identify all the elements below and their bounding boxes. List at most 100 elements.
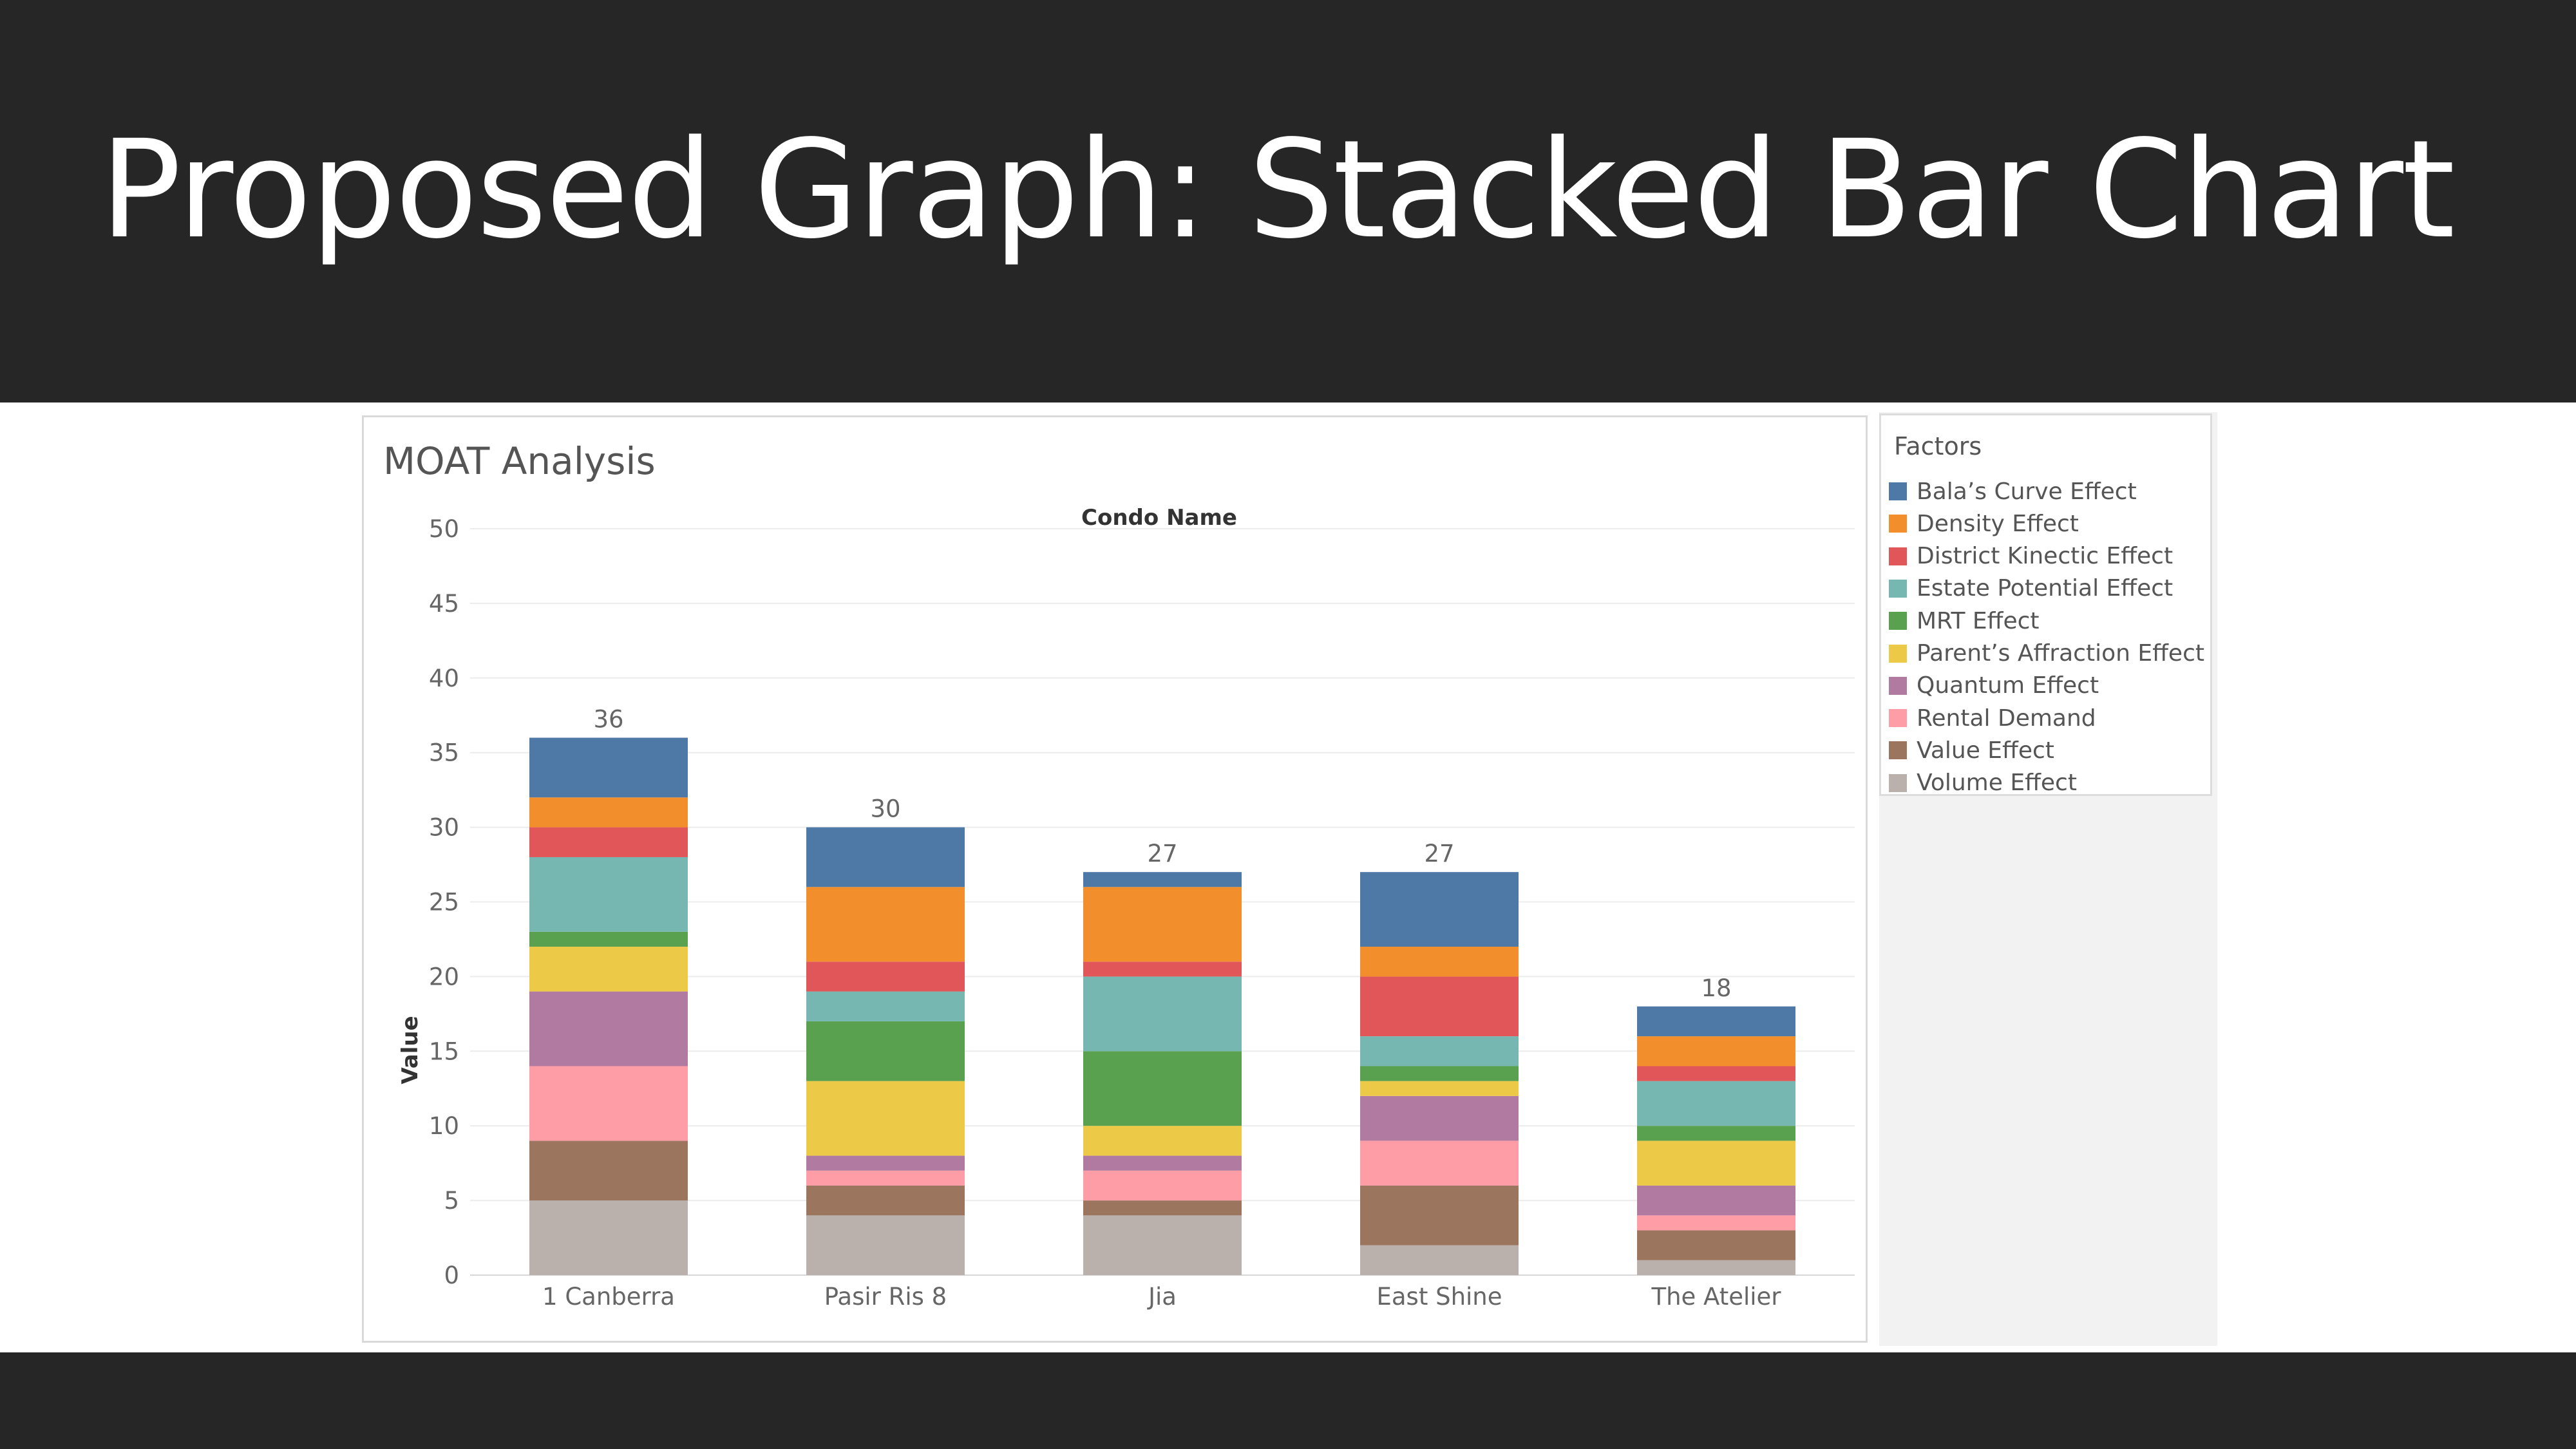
legend-label: Quantum Effect xyxy=(1917,672,2099,699)
legend-label: Bala’s Curve Effect xyxy=(1917,478,2137,505)
bar-segment xyxy=(806,1170,965,1186)
bar-segment xyxy=(529,931,688,947)
slide-title: Proposed Graph: Stacked Bar Chart xyxy=(100,111,2455,269)
bar-total-label: 27 xyxy=(1147,840,1177,867)
bar-segment xyxy=(529,1141,688,1201)
legend-item[interactable]: MRT Effect xyxy=(1889,605,2040,637)
legend-swatch xyxy=(1889,579,1907,598)
bar-segment xyxy=(1360,1036,1519,1066)
bar-segment xyxy=(806,991,965,1021)
bar-segment xyxy=(529,1200,688,1275)
bar-segment xyxy=(806,887,965,962)
y-tick-label: 20 xyxy=(429,963,459,990)
y-tick-label: 10 xyxy=(429,1112,459,1140)
y-tick-label: 50 xyxy=(429,515,459,543)
bar-segment xyxy=(1637,1185,1795,1216)
legend-swatch xyxy=(1889,676,1907,695)
bar-segment xyxy=(806,1155,965,1171)
legend-item[interactable]: Value Effect xyxy=(1889,734,2054,766)
bar-segment xyxy=(806,1081,965,1156)
y-tick-label: 15 xyxy=(429,1037,459,1065)
legend-swatch xyxy=(1889,482,1907,500)
x-axis-title: Condo Name xyxy=(1081,505,1237,531)
bar-segment xyxy=(806,827,965,887)
y-tick-label: 5 xyxy=(444,1187,459,1215)
bar-segment xyxy=(529,827,688,857)
legend-item[interactable]: Parent’s Affraction Effect xyxy=(1889,638,2204,670)
bar-stacks xyxy=(529,737,1795,1275)
bar-total-label: 18 xyxy=(1701,974,1731,1002)
bar-segment xyxy=(806,1185,965,1216)
y-tick-label: 0 xyxy=(444,1262,459,1289)
bar-segment xyxy=(1360,1066,1519,1081)
legend-swatch xyxy=(1889,612,1907,630)
y-axis-title: Value xyxy=(397,1016,423,1084)
bar-segment xyxy=(529,1066,688,1141)
bar-segment xyxy=(1360,947,1519,977)
legend-swatch xyxy=(1889,773,1907,792)
bar-segment xyxy=(1637,1215,1795,1231)
bar-segment xyxy=(1637,1126,1795,1141)
y-tick-label: 40 xyxy=(429,665,459,692)
legend-item[interactable]: Quantum Effect xyxy=(1889,670,2099,702)
legend-item[interactable]: Volume Effect xyxy=(1889,767,2077,799)
x-tick-label: East Shine xyxy=(1376,1283,1502,1311)
bar-total-label: 36 xyxy=(593,706,623,734)
bar-segment xyxy=(1637,1006,1795,1037)
bar-segment xyxy=(1083,1200,1242,1216)
bar-segment xyxy=(1083,1126,1242,1156)
bar-segment xyxy=(1360,976,1519,1037)
bar-segment xyxy=(529,797,688,828)
bar-segment xyxy=(1637,1036,1795,1066)
legend-label: Parent’s Affraction Effect xyxy=(1917,640,2204,667)
y-tick-label: 35 xyxy=(429,739,459,767)
legend-label: Rental Demand xyxy=(1917,705,2096,732)
legend-label: Value Effect xyxy=(1917,737,2054,764)
bar-segment xyxy=(529,857,688,932)
legend-label: Estate Potential Effect xyxy=(1917,575,2174,602)
legend-item[interactable]: Bala’s Curve Effect xyxy=(1889,475,2137,507)
legend-label: MRT Effect xyxy=(1917,607,2040,634)
bar-segment xyxy=(1083,961,1242,977)
x-tick-label: 1 Canberra xyxy=(542,1283,675,1311)
legend-item[interactable]: Rental Demand xyxy=(1889,702,2096,734)
legend-swatch xyxy=(1889,709,1907,728)
legend-swatch xyxy=(1889,515,1907,533)
legend-swatch xyxy=(1889,741,1907,760)
bar-segment xyxy=(1083,872,1242,887)
chart-title: MOAT Analysis xyxy=(383,439,656,483)
bar-segment xyxy=(1637,1141,1795,1186)
legend-label: District Kinectic Effect xyxy=(1917,543,2174,570)
bar-segment xyxy=(1083,1170,1242,1201)
bar-segment xyxy=(1083,976,1242,1052)
x-tick-label: Pasir Ris 8 xyxy=(824,1283,947,1311)
bar-segment xyxy=(1637,1260,1795,1275)
legend-item[interactable]: Density Effect xyxy=(1889,507,2079,540)
bar-total-label: 27 xyxy=(1424,840,1454,867)
bar-segment xyxy=(1360,1141,1519,1186)
legend-swatch xyxy=(1889,644,1907,663)
bar-total-label: 30 xyxy=(870,795,900,823)
x-tick-label: Jia xyxy=(1147,1283,1177,1311)
bar-segment xyxy=(1360,872,1519,947)
bar-segment xyxy=(806,1215,965,1275)
x-tick-label: The Atelier xyxy=(1651,1283,1781,1311)
bar-segment xyxy=(1360,1245,1519,1275)
legend-item[interactable]: Estate Potential Effect xyxy=(1889,573,2173,605)
bar-segment xyxy=(529,991,688,1066)
bar-segment xyxy=(1360,1095,1519,1141)
legend-item[interactable]: District Kinectic Effect xyxy=(1889,540,2173,573)
legend-label: Volume Effect xyxy=(1917,770,2077,797)
bar-segment xyxy=(1360,1081,1519,1096)
bar-segment xyxy=(1360,1185,1519,1245)
bar-segment xyxy=(529,737,688,798)
bar-segment xyxy=(1637,1230,1795,1260)
bar-segment xyxy=(806,1021,965,1081)
bar-segment xyxy=(529,947,688,992)
bar-segment xyxy=(1083,1051,1242,1126)
bar-segment xyxy=(1083,1215,1242,1275)
legend-title: Factors xyxy=(1894,432,1982,460)
y-tick-label: 30 xyxy=(429,814,459,842)
